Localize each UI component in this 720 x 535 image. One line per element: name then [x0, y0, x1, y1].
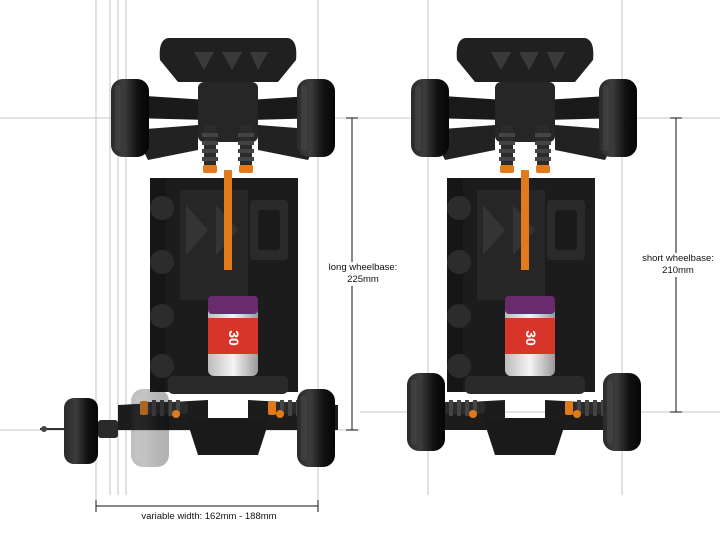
short-wheelbase-label: short wheelbase: 210mm [636, 253, 720, 277]
variable-width-label: variable width: 162mm - 188mm [126, 511, 292, 523]
variable-width-text: variable width: 162mm - 188mm [141, 511, 277, 522]
long-wheelbase-label: long wheelbase: 225mm [322, 262, 404, 286]
detached-wheel [40, 398, 118, 464]
long-wheelbase-title: long wheelbase: [328, 262, 398, 273]
short-wheelbase-title: short wheelbase: [642, 253, 714, 264]
variable-width-dimension [95, 500, 319, 512]
short-wheelbase-value: 210mm [662, 265, 694, 276]
long-wheelbase-value: 225mm [347, 274, 379, 285]
